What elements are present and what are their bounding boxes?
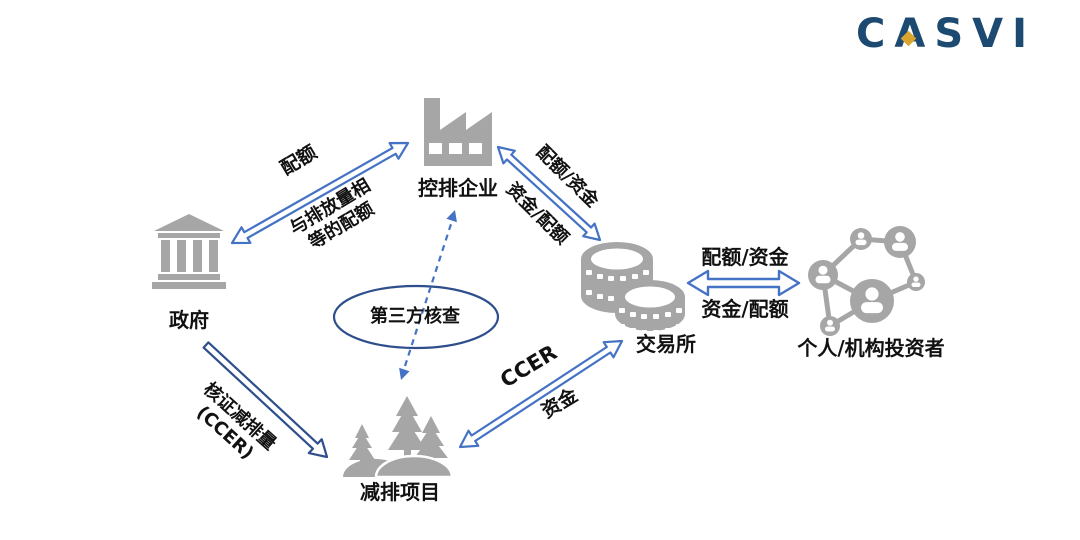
casvi-logo: CASVI <box>856 10 1056 58</box>
arrow-government-enterprise <box>230 141 410 245</box>
edge-label-funds-quota-left: 资金/配额 <box>701 296 789 321</box>
node-label-exchange: 交易所 <box>636 331 696 356</box>
dashed-arrowhead-down-icon <box>399 367 410 380</box>
arrow-project-exchange <box>458 339 624 449</box>
edge-label-quota-funds-right: 配额/资金 <box>701 244 789 269</box>
coins-icon <box>581 242 685 335</box>
casvi-logo-text: CASVI <box>856 11 1036 57</box>
trees-icon <box>343 396 454 479</box>
node-label-project: 减排项目 <box>360 479 440 504</box>
node-label-verification: 第三方核查 <box>370 306 460 328</box>
arrow-government-project <box>202 341 329 459</box>
arrow-enterprise-exchange <box>496 145 602 242</box>
dashed-verification-arrow <box>399 210 457 380</box>
investors-network-icon <box>808 226 925 336</box>
node-label-government: 政府 <box>169 307 209 332</box>
verification-ellipse <box>332 284 500 350</box>
factory-icon <box>424 98 492 166</box>
node-label-enterprise: 控排企业 <box>418 175 498 200</box>
node-label-investors: 个人/机构投资者 <box>797 335 945 360</box>
arrow-exchange-investors <box>686 269 801 297</box>
network-person-nodes <box>808 226 925 336</box>
government-building-icon <box>152 214 226 289</box>
dashed-arrowhead-up-icon <box>446 210 457 223</box>
